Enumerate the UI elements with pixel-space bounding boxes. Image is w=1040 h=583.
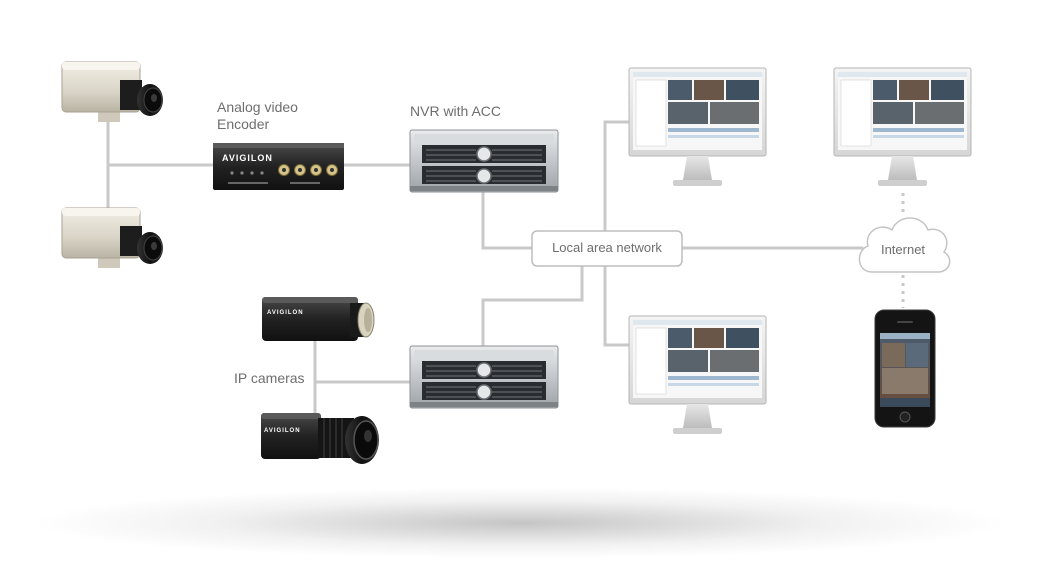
floor-shadow <box>40 488 1000 558</box>
monitor-top-left-stand <box>683 156 712 180</box>
link-lan-ip-nvr <box>481 264 584 350</box>
monitor-top-left <box>628 67 767 186</box>
nvr-server-top <box>409 129 559 193</box>
ip-camera-1: AVIGILON <box>262 297 375 341</box>
nvr-label: NVR with ACC <box>410 103 502 119</box>
link-ip-cameras-nvr <box>313 340 412 416</box>
link-nvr-lan <box>481 188 534 250</box>
analog-camera-1 <box>61 61 163 122</box>
analog-camera-2 <box>61 207 163 268</box>
analog-video-encoder: AVIGILON <box>213 143 344 190</box>
internet-label: Internet <box>880 242 926 257</box>
lan-box <box>531 230 683 267</box>
link-lan-monitor-bottom <box>603 264 631 347</box>
ip-camera-2-logo: AVIGILON <box>264 428 301 434</box>
ip-cameras-label: IP cameras <box>234 370 305 386</box>
lan-label: Local area network <box>552 240 662 255</box>
monitor-bottom <box>628 315 767 434</box>
encoder-label: Analog video Encoder <box>217 99 298 132</box>
link-analog-cameras-encoder <box>106 116 217 217</box>
smartphone <box>874 309 936 428</box>
monitor-top-right <box>833 67 972 186</box>
ip-camera-2: AVIGILON <box>261 413 379 464</box>
ip-camera-1-logo: AVIGILON <box>267 310 304 316</box>
nvr-server-bottom <box>409 345 559 409</box>
internet-cloud-icon <box>858 217 951 273</box>
monitor-bottom-stand <box>683 404 712 428</box>
link-lan-monitor-top <box>603 120 631 234</box>
encoder-brand-logo: AVIGILON <box>222 153 273 163</box>
monitor-top-right-stand <box>888 156 917 180</box>
connection-lines <box>106 116 864 416</box>
